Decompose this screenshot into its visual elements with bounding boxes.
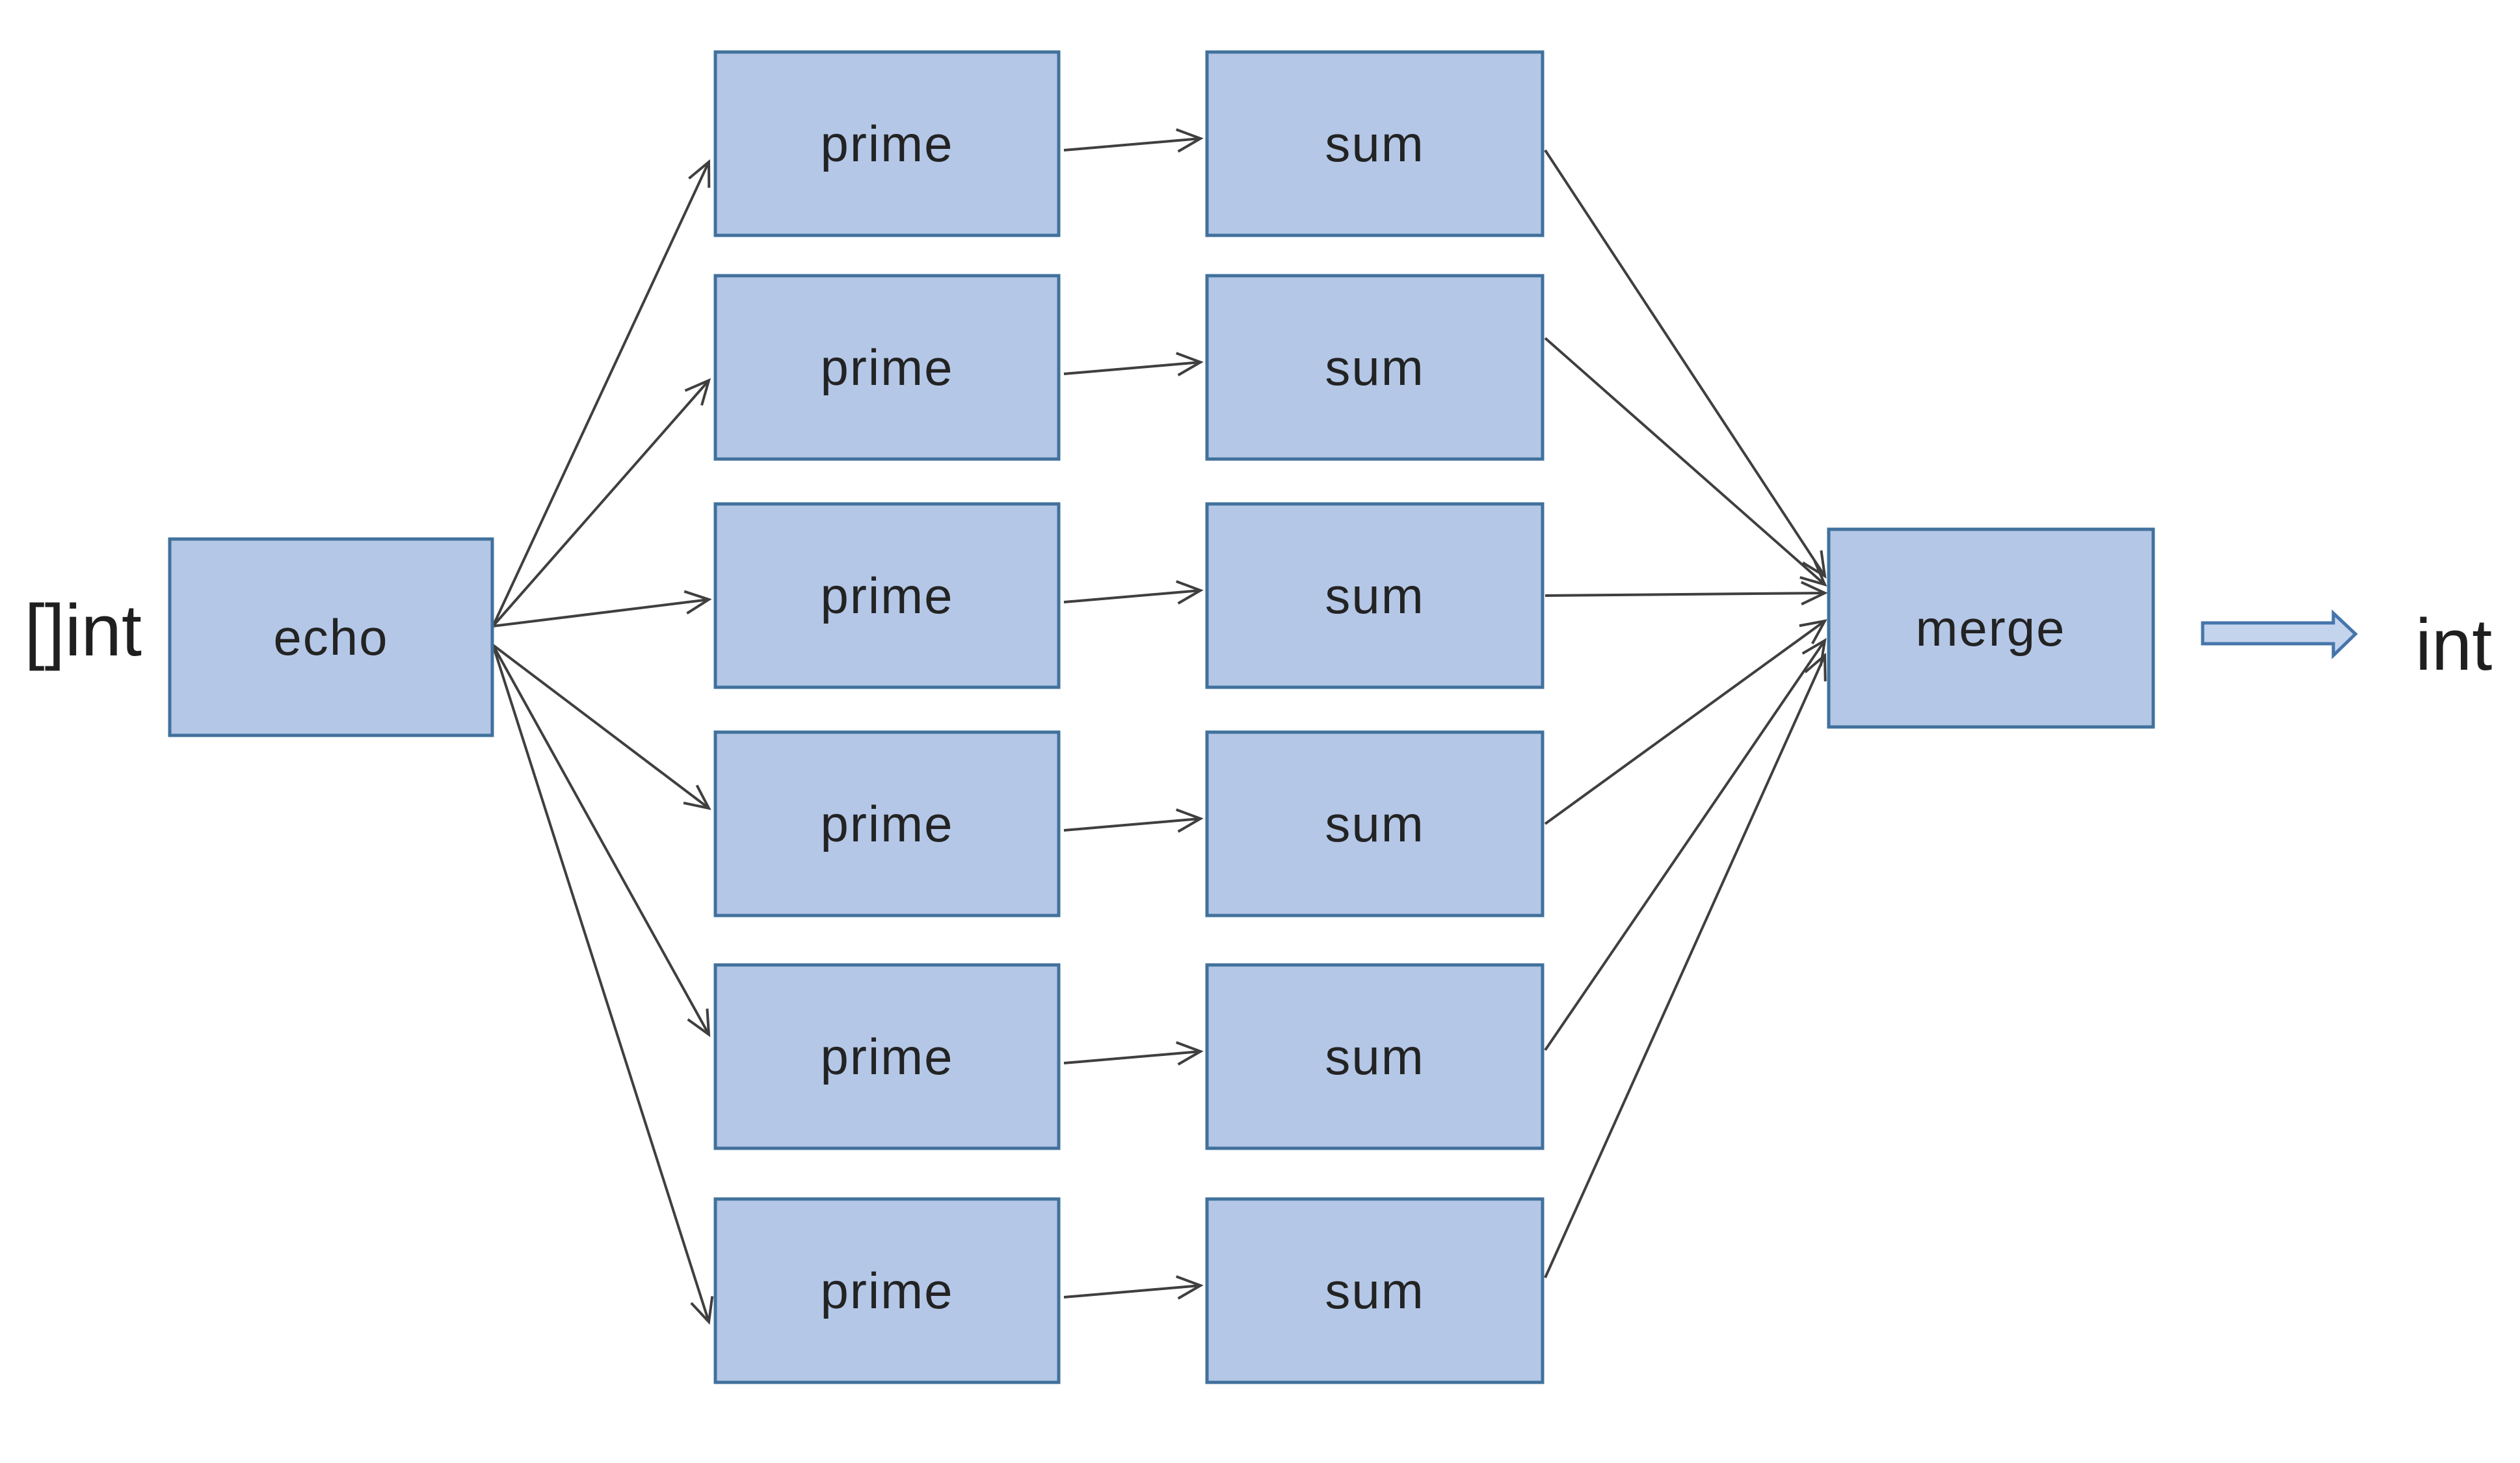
echo-node-label: echo: [273, 609, 388, 666]
fanout-connector: [492, 380, 709, 627]
fanout-connector: [492, 644, 709, 1035]
echo-node: [168, 537, 494, 737]
prime-node: [713, 274, 1061, 461]
fanout-connector: [492, 600, 709, 627]
fanout-connector: [492, 644, 709, 808]
stage-connector: [1063, 138, 1200, 150]
prime-node: [713, 963, 1061, 1150]
sum-node: [1205, 1197, 1545, 1384]
output-type-label: int: [2415, 604, 2492, 685]
stage-connector: [1063, 819, 1200, 830]
fanout-connector: [492, 644, 709, 1322]
prime-node-label: prime: [820, 795, 953, 852]
sum-node: [1205, 274, 1545, 461]
prime-node-label: prime: [820, 567, 953, 624]
pipeline-row: prime sum: [492, 50, 1825, 627]
sum-node-label: sum: [1325, 567, 1424, 624]
pipeline-row: prime sum: [492, 640, 1825, 1150]
prime-node-label: prime: [820, 1262, 953, 1319]
block-right-arrow-icon: [2201, 609, 2358, 659]
pipeline-row: prime sum: [492, 274, 1825, 627]
pipeline-row: prime sum: [492, 621, 1825, 917]
fanin-connector: [1544, 149, 1825, 576]
prime-node-label: prime: [820, 1028, 953, 1085]
prime-node-label: prime: [820, 115, 953, 172]
prime-node-label: prime: [820, 339, 953, 396]
fanin-connector: [1545, 593, 1825, 596]
sum-node-label: sum: [1325, 795, 1424, 852]
sum-node: [1205, 50, 1545, 237]
merge-node: [1827, 527, 2155, 729]
stage-connector: [1063, 590, 1200, 602]
sum-node-label: sum: [1325, 339, 1424, 396]
sum-node-label: sum: [1325, 115, 1424, 172]
fanin-connector: [1544, 640, 1825, 1051]
prime-node: [713, 1197, 1061, 1384]
merge-node-label: merge: [1915, 600, 2065, 657]
pipeline-row: prime sum: [492, 644, 1825, 1384]
pipeline-row: prime sum: [492, 502, 1825, 689]
stage-connector: [1063, 1285, 1200, 1297]
worker-rows-layer: prime sum prime sum prime sum prime sum prime sum…: [492, 50, 1825, 1384]
prime-node: [713, 502, 1061, 689]
fanin-connector: [1544, 337, 1825, 585]
fanin-connector: [1544, 621, 1825, 825]
input-type-label: []int: [24, 590, 142, 671]
fanin-connector: [1544, 655, 1825, 1278]
sum-node-label: sum: [1325, 1262, 1424, 1319]
sum-node: [1205, 502, 1545, 689]
stage-connector: [1063, 362, 1200, 374]
prime-node: [713, 50, 1061, 237]
prime-node: [713, 730, 1061, 917]
sum-node: [1205, 730, 1545, 917]
fanout-connector: [492, 162, 709, 627]
sum-node: [1205, 963, 1545, 1150]
stage-connector: [1063, 1051, 1200, 1063]
sum-node-label: sum: [1325, 1028, 1424, 1085]
